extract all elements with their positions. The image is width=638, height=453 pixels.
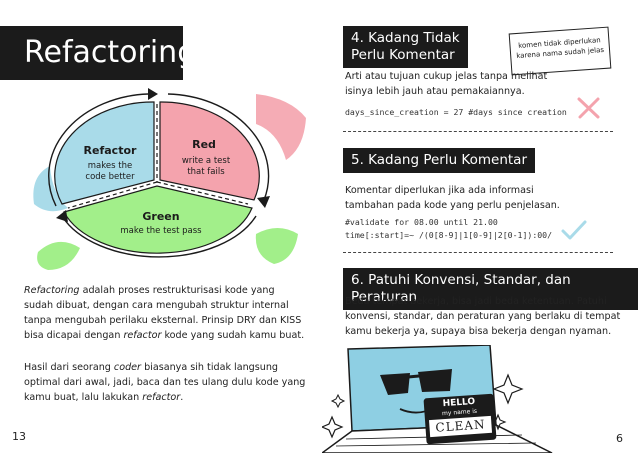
sparkle-icon — [492, 373, 524, 405]
section-4-code: days_since_creation = 27 #days since cre… — [345, 107, 567, 117]
check-icon — [561, 220, 587, 240]
divider-2 — [343, 252, 613, 253]
coder-paragraph: Hasil dari seorang coder biasanya sih ti… — [24, 362, 306, 403]
refactor-sub1: makes the — [88, 161, 132, 171]
red-sub2: that fails — [187, 167, 225, 177]
green-label: Green — [142, 210, 179, 223]
page-number-left: 13 — [12, 430, 26, 443]
green-segment — [63, 185, 253, 254]
refactoring-paragraph: Refactoring adalah proses restrukturisas… — [24, 285, 305, 341]
tdd-cycle-diagram: Refactor makes the code better Red write… — [33, 88, 306, 270]
tag-name: CLEAN — [429, 415, 493, 438]
section-6-title: 6. Patuhi Konvensi, Standar, dan Peratur… — [343, 268, 638, 310]
name-tag: HELLO my name is CLEAN — [423, 393, 497, 445]
arrow-refactor — [48, 93, 149, 207]
sparkle-icon — [330, 393, 346, 409]
section-4-title: 4. Kadang Tidak Perlu Komentar — [343, 26, 468, 68]
arrow-red — [167, 93, 270, 201]
red-label: Red — [192, 138, 216, 151]
section-5-body: Komentar diperlukan jika ada informasi t… — [345, 185, 560, 211]
refactor-label: Refactor — [84, 144, 137, 157]
section-5-code: #validate for 08.00 until 21.00 time[:st… — [345, 217, 553, 240]
green-blob-right — [255, 228, 298, 264]
sunglasses-left-icon — [380, 373, 410, 395]
red-segment — [159, 101, 260, 201]
section-5-title: 5. Kadang Perlu Komentar — [343, 148, 536, 173]
refactor-segment — [54, 101, 155, 205]
sparkle-icon — [322, 415, 344, 439]
refactor-sub2: code better — [85, 172, 135, 182]
cross-icon — [577, 97, 600, 119]
section-4-body: Arti atau tujuan cukup jelas tanpa melih… — [345, 71, 548, 97]
section-6-body: Beda tempat bekerja, bisa jadi beda kete… — [345, 296, 621, 337]
red-sub1: write a test — [182, 156, 231, 166]
sunglasses-right-icon — [418, 369, 452, 392]
page-number-right: 6 — [616, 432, 623, 445]
green-blob — [37, 241, 80, 270]
pink-blob — [256, 94, 306, 160]
page-title: Refactoring — [0, 26, 196, 80]
green-sub1: make the test pass — [120, 226, 202, 236]
divider-1 — [343, 131, 613, 132]
arrow-green — [61, 215, 257, 258]
